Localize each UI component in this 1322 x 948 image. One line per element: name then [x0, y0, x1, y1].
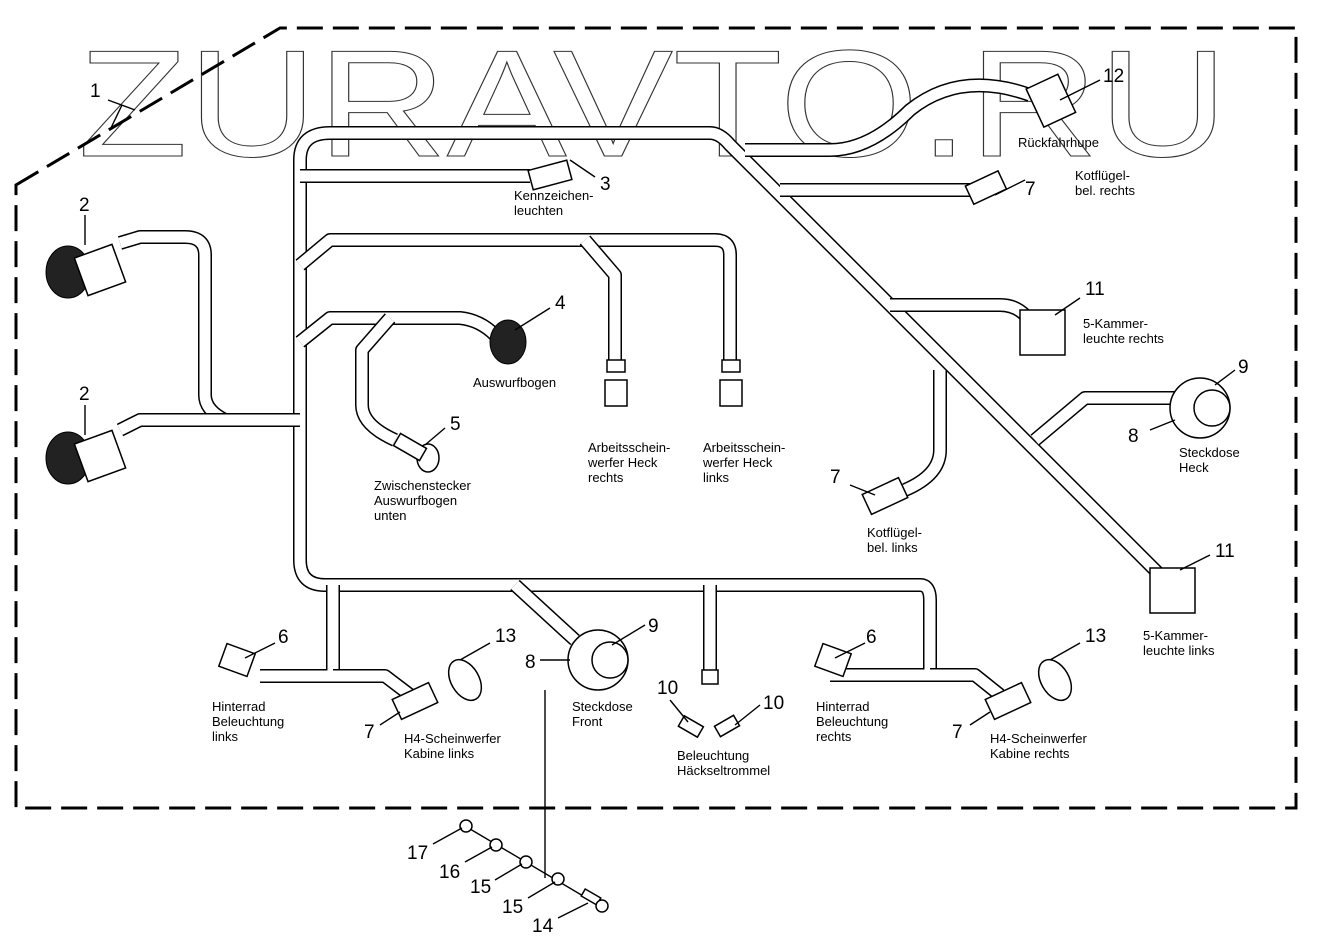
callout-7a: 7 — [1025, 179, 1036, 200]
callout-13a: 13 — [495, 626, 516, 647]
connector-9-heck — [1169, 377, 1231, 439]
callout-9a: 9 — [1238, 357, 1249, 378]
connector-arbeits-links — [719, 359, 743, 407]
connector-2-lower — [45, 429, 127, 485]
label-kotfluegel-rechts: Kotflügel-bel. rechts — [1075, 168, 1135, 198]
bolt-14 — [580, 888, 609, 913]
label-5-kammer-links: 5-Kammer-leuchte links — [1143, 628, 1215, 658]
callout-5: 5 — [450, 414, 461, 435]
callout-11a: 11 — [1085, 279, 1105, 300]
callout-7c: 7 — [364, 722, 375, 743]
connector-2-upper — [45, 243, 127, 299]
callout-2a: 2 — [79, 195, 90, 216]
callout-8b: 8 — [525, 652, 536, 673]
callout-14: 14 — [532, 916, 554, 937]
callout-6a: 6 — [278, 627, 289, 648]
callout-1: 1 — [90, 81, 101, 102]
connector-6-rechts — [813, 642, 853, 678]
callout-16: 16 — [439, 862, 460, 883]
connector-5 — [392, 432, 440, 473]
label-kotfluegel-links: Kotflügel-bel. links — [867, 525, 922, 555]
label-5-kammer-rechts: 5-Kammer-leuchte rechts — [1083, 316, 1164, 346]
callout-17: 17 — [407, 843, 428, 864]
connector-7-kotfluegel-rechts — [964, 169, 1008, 206]
callout-7b: 7 — [830, 467, 841, 488]
harness-wires — [116, 78, 1175, 701]
connector-3 — [527, 159, 573, 191]
connector-10-pair — [677, 669, 741, 739]
washer-15a — [519, 855, 533, 869]
leader-lines — [84, 79, 1236, 919]
callout-3: 3 — [600, 174, 611, 195]
connector-6-links — [217, 642, 257, 678]
assembly-outline-frame — [14, 26, 1298, 810]
callout-6b: 6 — [866, 627, 877, 648]
label-kennzeichenleuchten: Kennzeichen-leuchten — [514, 188, 594, 218]
connector-9-front — [567, 629, 629, 691]
callout-2b: 2 — [79, 384, 90, 405]
connector-7-kotfluegel-links — [861, 476, 909, 516]
label-auswurfbogen: Auswurfbogen — [473, 375, 556, 390]
connector-11-rechts — [1019, 309, 1066, 356]
connector-4 — [489, 319, 527, 365]
connector-12 — [1025, 73, 1077, 129]
connector-7-h4-rechts — [984, 681, 1032, 721]
callout-8a: 8 — [1128, 426, 1139, 447]
nut-17 — [459, 819, 473, 833]
callout-7d: 7 — [952, 722, 963, 743]
washer-16 — [489, 838, 503, 852]
callout-11b: 11 — [1215, 541, 1235, 562]
callout-4: 4 — [555, 293, 566, 314]
callout-12: 12 — [1103, 66, 1124, 87]
connector-13-links — [447, 658, 483, 702]
callout-15a: 15 — [470, 877, 491, 898]
connector-arbeits-rechts — [604, 359, 628, 407]
fastener-stack-line — [464, 825, 601, 907]
callout-10b: 10 — [763, 693, 784, 714]
connector-11-links — [1149, 567, 1196, 614]
callout-9b: 9 — [648, 616, 659, 637]
connector-7-h4-links — [391, 681, 439, 721]
callout-10a: 10 — [657, 678, 678, 699]
callout-15b: 15 — [502, 897, 523, 918]
label-rueckfahrhupe: Rückfahrhupe — [1018, 135, 1099, 150]
callout-13b: 13 — [1085, 626, 1106, 647]
connector-13-rechts — [1037, 658, 1073, 702]
